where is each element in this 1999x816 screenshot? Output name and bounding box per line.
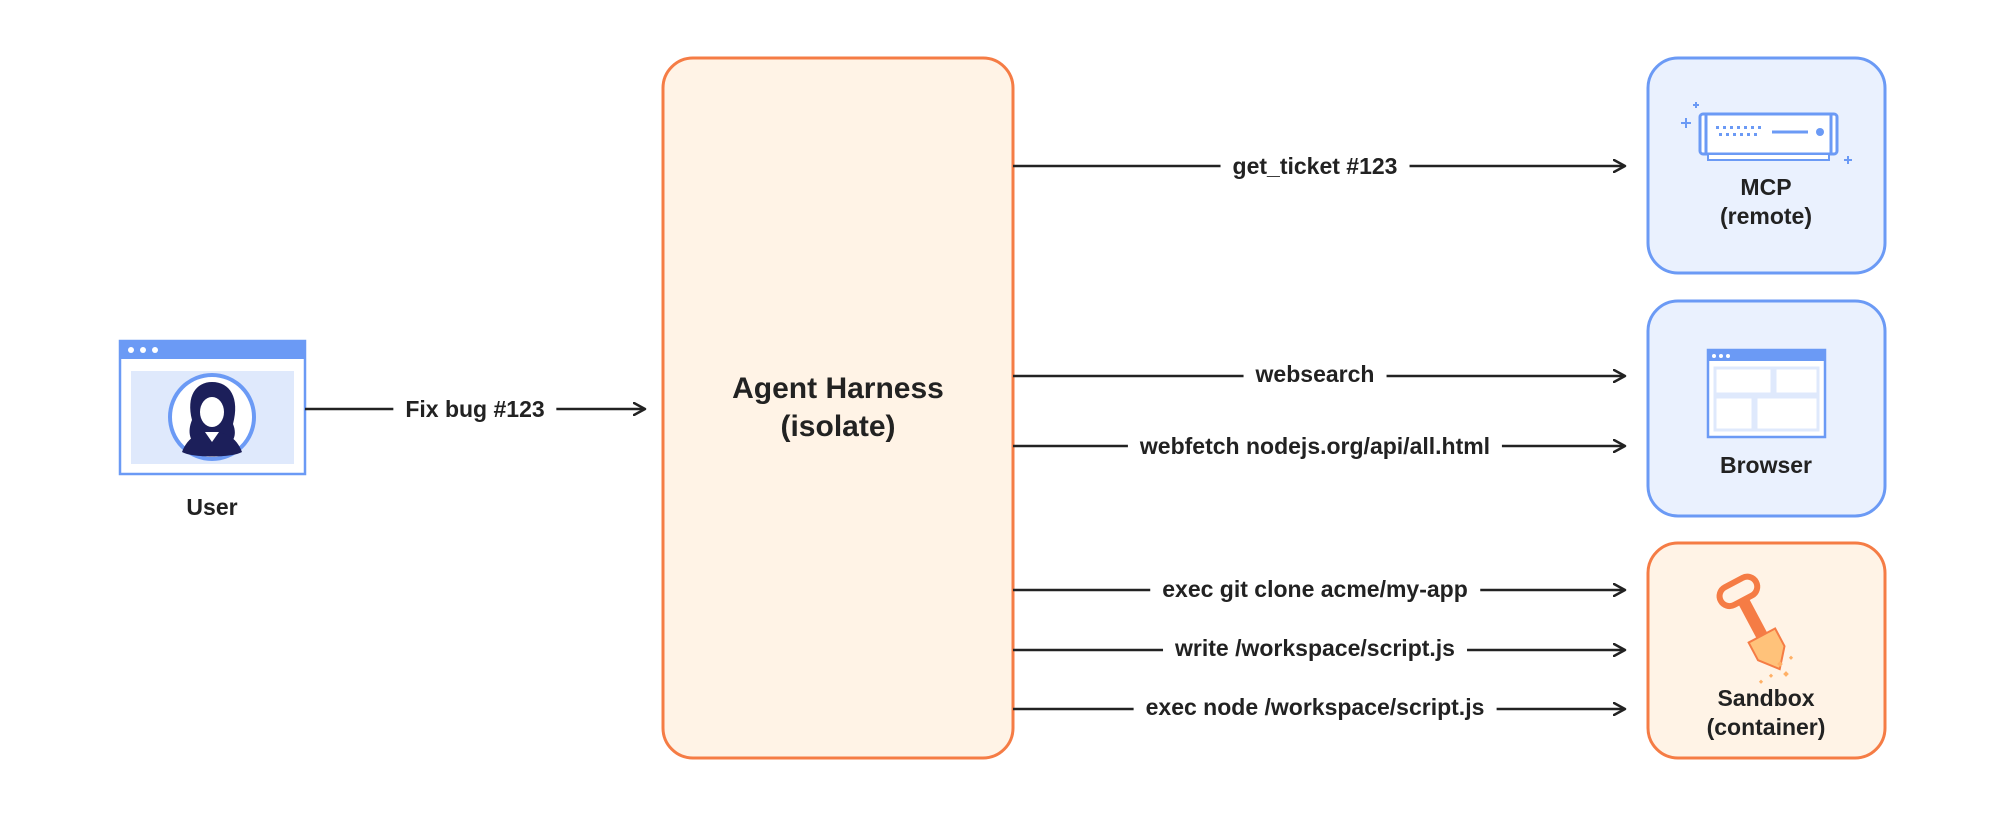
edge-label-websearch: websearch <box>1243 360 1387 388</box>
sandbox-caption: Sandbox (container) <box>1707 684 1826 742</box>
agent-harness-name: Agent Harness <box>732 372 944 405</box>
agent-harness-box <box>661 56 1015 760</box>
edge-label-get-ticket: get_ticket #123 <box>1220 152 1410 180</box>
edge-label-write: write /workspace/script.js <box>1163 634 1467 662</box>
agent-harness-type: (isolate) <box>780 410 896 443</box>
user-avatar-window-icon <box>118 339 307 476</box>
browser-caption: Browser <box>1720 451 1812 480</box>
fix-bug-label: Fix bug #123 <box>393 395 557 423</box>
agent-harness-title: Agent Harness (isolate) <box>663 370 1013 446</box>
user-label: User <box>186 494 238 520</box>
edge-label-exec-node: exec node /workspace/script.js <box>1133 693 1497 721</box>
mcp-caption: MCP (remote) <box>1720 173 1812 231</box>
browser-window-icon <box>1706 348 1827 439</box>
mcp-name: MCP <box>1740 174 1792 200</box>
shovel-icon <box>1716 573 1794 684</box>
mcp-type: (remote) <box>1719 203 1813 229</box>
browser-name: Browser <box>1719 452 1813 478</box>
server-icon <box>1681 102 1852 164</box>
sandbox-type: (container) <box>1706 714 1826 740</box>
sandbox-name: Sandbox <box>1717 685 1815 711</box>
mcp-box <box>1646 56 1887 275</box>
edge-label-webfetch: webfetch nodejs.org/api/all.html <box>1127 432 1503 460</box>
edge-label-git-clone: exec git clone acme/my-app <box>1150 575 1480 603</box>
